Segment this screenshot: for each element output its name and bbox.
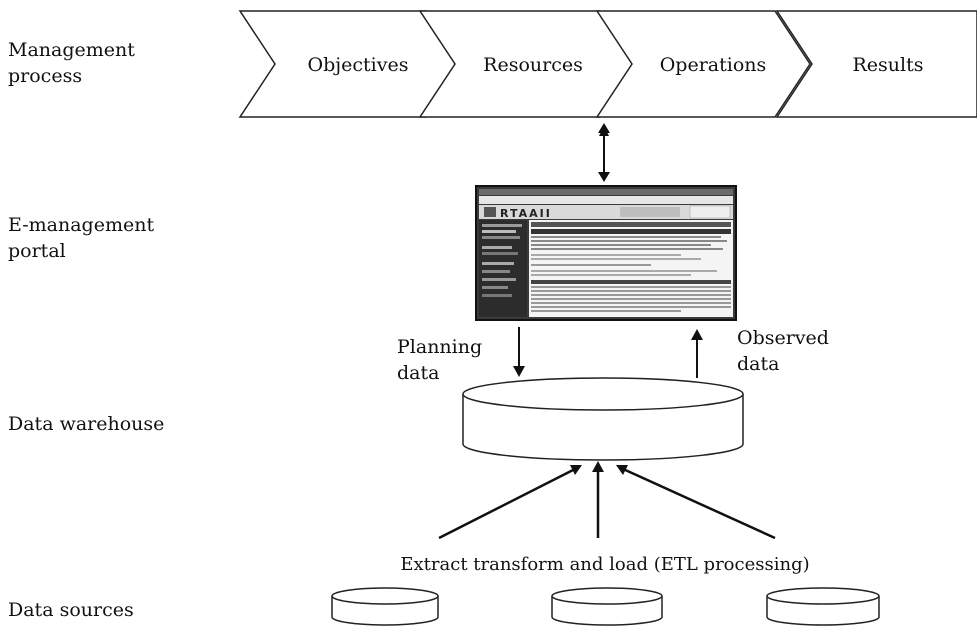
observed-data-label-line1: Observed (737, 327, 829, 349)
etl-arrow-middle-head (592, 461, 604, 472)
observed-data-label-line2: data (737, 353, 779, 375)
layer-label-line: portal (8, 240, 66, 262)
stage-label-objectives: Objectives (308, 54, 409, 76)
stage-label-operations: Operations (660, 54, 767, 76)
planning-arrow-head (513, 366, 525, 377)
data-warehouse-cylinder (462, 377, 744, 461)
stage-label-results: Results (853, 54, 924, 76)
layer-label-line: E-management (8, 214, 155, 236)
etl-arrow-left (438, 466, 578, 540)
etl-arrow-right-head (616, 465, 628, 475)
observed-arrow-head (691, 329, 703, 340)
process-chevrons: Objectives Resources Operations Results (238, 10, 977, 118)
etl-label: Extract transform and load (ETL processi… (400, 554, 809, 575)
portal-brand-text: RTAAII (500, 207, 552, 220)
planning-data-label-line1: Planning (397, 336, 482, 358)
data-source-cylinder (551, 587, 663, 626)
data-source-cylinder (766, 587, 880, 626)
layer-label-data-warehouse: Data warehouse (8, 413, 165, 435)
portal-screenshot: RTAAII (475, 185, 737, 321)
arrow-head-up (598, 123, 610, 133)
chevron-results (775, 10, 977, 118)
data-source-cylinder (331, 587, 439, 626)
chevron-operations (595, 10, 811, 118)
stage-label-resources: Resources (483, 54, 583, 76)
planning-data-label-line2: data (397, 362, 439, 384)
layer-label-e-management-portal: E-management portal (8, 212, 154, 264)
arrow-head-down (598, 172, 610, 182)
layer-label-line: process (8, 65, 83, 87)
layer-label-line: Management (8, 39, 135, 61)
etl-arrow-left-head (570, 465, 582, 475)
etl-arrow-right (620, 466, 776, 540)
layer-label-data-sources: Data sources (8, 599, 134, 621)
layer-label-management-process: Management process (8, 37, 135, 89)
